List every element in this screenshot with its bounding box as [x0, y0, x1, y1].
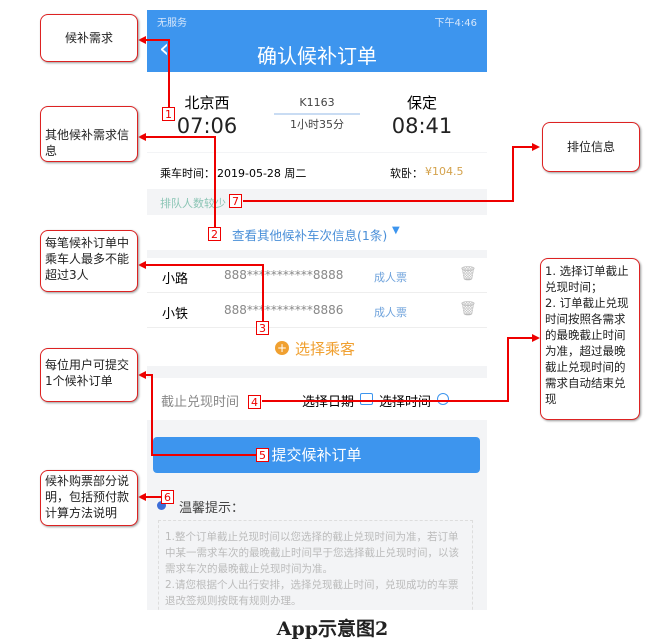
- tips-box: 1.整个订单截止兑现时间以您选择的截止兑现时间为准，若订单中某一需求车次的最晚截…: [158, 520, 473, 610]
- page-title: 确认候补订单: [257, 44, 377, 68]
- carrier: 无服务: [157, 18, 187, 29]
- queue-status: 排队人数较少: [160, 197, 226, 210]
- ticket-type[interactable]: 成人票: [374, 306, 407, 319]
- passenger-name: 小路: [162, 272, 189, 287]
- ticket-type[interactable]: 成人票: [374, 271, 407, 284]
- from-station: 北京西: [184, 94, 230, 112]
- phone-screen: 无服务 下午4:46 ‹ 确认候补订单 北京西 07:06 K1163 1小时3…: [147, 10, 487, 610]
- submit-order-button[interactable]: 提交候补订单: [153, 437, 480, 473]
- plus-icon: +: [275, 341, 289, 355]
- train-number: K1163: [299, 96, 335, 109]
- seat-label: 软卧：: [390, 167, 423, 180]
- marker-6: 6: [161, 490, 174, 504]
- duration: 1小时35分: [290, 118, 344, 131]
- note-other-requirements: 其他候补需求信息: [40, 106, 138, 162]
- passenger-row: 小铁 888***********8886 成人票 🗑: [147, 293, 487, 328]
- select-time[interactable]: 选择时间: [379, 395, 432, 410]
- status-bar: 无服务 下午4:46: [147, 10, 487, 30]
- trash-icon[interactable]: 🗑: [459, 266, 477, 282]
- note-tips: 候补购票部分说明，包括预付款计算方法说明: [40, 470, 138, 526]
- note-deadline: 1. 选择订单截止兑现时间； 2. 订单截止兑现时间按照各需求的最晚截止时间为准…: [540, 258, 640, 420]
- calendar-icon[interactable]: [360, 393, 373, 405]
- nav-header: ‹ 确认候补订单: [147, 30, 487, 72]
- select-date[interactable]: 选择日期: [302, 395, 355, 410]
- tip-line: 1.整个订单截止兑现时间以您选择的截止兑现时间为准，若订单中某一需求车次的最晚截…: [165, 531, 459, 575]
- departure-time: 07:06: [176, 114, 238, 138]
- note-passenger-limit: 每笔候补订单中乘车人最多不能超过3人: [40, 230, 138, 292]
- marker-1: 1: [162, 107, 175, 121]
- info-icon: [157, 501, 166, 510]
- trash-icon[interactable]: 🗑: [459, 301, 477, 317]
- passenger-list: 小路 888***********8888 成人票 🗑 小铁 888******…: [147, 258, 487, 366]
- note-order-limit: 每位用户可提交1个候补订单: [40, 348, 138, 402]
- marker-2: 2: [208, 227, 221, 241]
- view-other-trains-link[interactable]: 查看其他候补车次信息(1条): [232, 228, 388, 243]
- date-label: 乘车时间：: [160, 167, 215, 180]
- marker-3: 3: [256, 321, 269, 335]
- train-info: 北京西 07:06 K1163 1小时35分 保定 08:41: [147, 72, 487, 152]
- deadline-label: 截止兑现时间: [161, 395, 240, 410]
- marker-7: 7: [229, 194, 242, 208]
- note-queue-position: 排位信息: [542, 122, 640, 172]
- marker-5: 5: [256, 448, 269, 462]
- arrival-time: 08:41: [391, 114, 453, 138]
- figure-caption: App示意图2: [276, 618, 389, 640]
- clock-icon[interactable]: [437, 393, 449, 405]
- date-value: 2019-05-28 周二: [217, 167, 307, 180]
- tips-title: 温馨提示：: [179, 501, 245, 516]
- price: ¥104.5: [425, 165, 464, 178]
- back-icon[interactable]: ‹: [159, 34, 170, 64]
- to-station: 保定: [406, 94, 437, 112]
- other-trains-row: 查看其他候补车次信息(1条) ▼: [147, 215, 487, 250]
- note-requirement: 候补需求: [40, 14, 138, 62]
- clock: 下午4:46: [434, 18, 477, 29]
- passenger-id: 888***********8886: [224, 303, 344, 317]
- passenger-id: 888***********8888: [224, 268, 344, 282]
- passenger-name: 小铁: [162, 307, 189, 322]
- passenger-row: 小路 888***********8888 成人票 🗑: [147, 258, 487, 293]
- select-passenger-label: 选择乘客: [295, 340, 356, 358]
- marker-4: 4: [248, 395, 261, 409]
- tip-line: 2.请您根据个人出行安排，选择兑现截止时间，兑现成功的车票退改签规则按既有规则办…: [165, 579, 459, 607]
- arrow-icon: [274, 113, 360, 115]
- caret-down-icon[interactable]: ▼: [392, 225, 400, 236]
- deadline-row: 截止兑现时间 选择日期 选择时间: [147, 378, 487, 420]
- date-row: 乘车时间： 2019-05-28 周二 软卧： ¥104.5: [147, 153, 487, 189]
